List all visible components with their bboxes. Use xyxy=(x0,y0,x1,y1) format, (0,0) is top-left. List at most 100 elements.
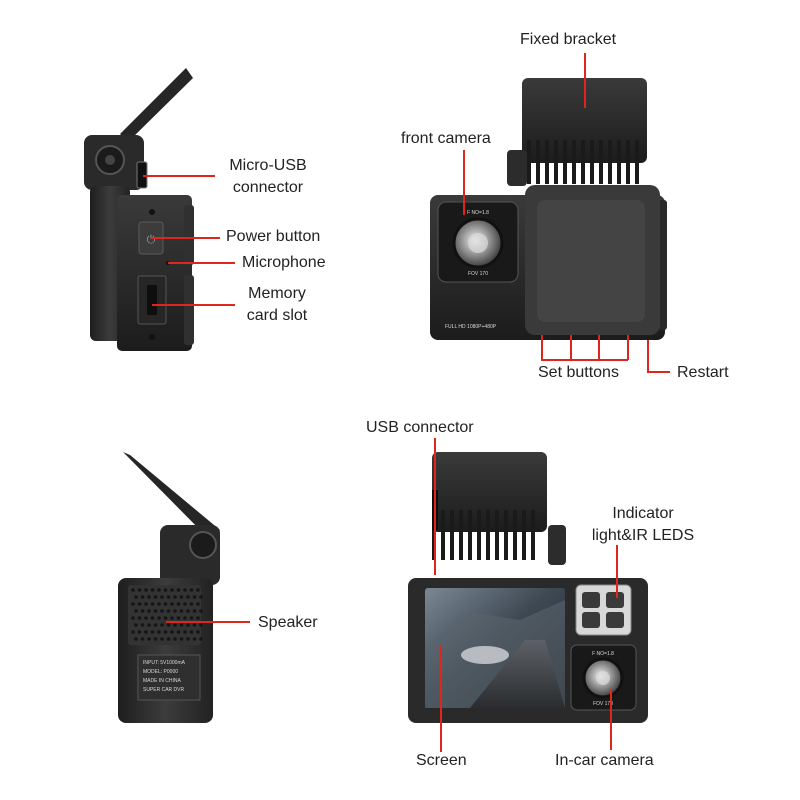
label-micro-usb: Micro-USB connector xyxy=(218,155,318,199)
grille-hole xyxy=(193,637,197,641)
label-usb-connector: USB connector xyxy=(366,417,474,439)
grille-hole xyxy=(177,588,181,592)
grille-hole xyxy=(190,616,194,620)
grille-hole xyxy=(160,595,164,599)
grille-hole xyxy=(180,609,184,613)
grille-hole xyxy=(131,602,135,606)
grille-hole xyxy=(186,595,190,599)
grille-hole xyxy=(199,609,203,613)
grille-hole xyxy=(193,595,197,599)
label-restart: Restart xyxy=(677,362,729,384)
grille-hole xyxy=(164,588,168,592)
grille-hole xyxy=(183,630,187,634)
grille-hole xyxy=(173,609,177,613)
grille-hole xyxy=(190,602,194,606)
grille-hole xyxy=(154,623,158,627)
grille-hole xyxy=(193,609,197,613)
grille-hole xyxy=(157,630,161,634)
label-memory-card: Memory card slot xyxy=(232,283,322,327)
grille-hole xyxy=(186,609,190,613)
grille-hole xyxy=(141,595,145,599)
grille-hole xyxy=(157,602,161,606)
grille-hole xyxy=(199,623,203,627)
grille-hole xyxy=(154,595,158,599)
grille-hole xyxy=(147,609,151,613)
device-rear-side-view: INPUT: 5V⁢1000mA MODEL: P0000 MADE IN CH… xyxy=(118,452,220,723)
grille-hole xyxy=(147,637,151,641)
device-rear-view: F NO=1.8 FOV 170 xyxy=(408,452,648,723)
grille-hole xyxy=(196,602,200,606)
grille-hole xyxy=(134,595,138,599)
grille-hole xyxy=(196,616,200,620)
grille-hole xyxy=(164,616,168,620)
grille-hole xyxy=(167,595,171,599)
svg-text:F NO=1.8: F NO=1.8 xyxy=(592,651,614,657)
grille-hole xyxy=(180,637,184,641)
grille-hole xyxy=(180,623,184,627)
grille-hole xyxy=(160,623,164,627)
grille-hole xyxy=(160,637,164,641)
grille-hole xyxy=(131,588,135,592)
label-set-buttons: Set buttons xyxy=(538,362,619,384)
mount-arm xyxy=(120,68,193,142)
device-front-view: F NO=1.8 FOV 170 FULL HD 1080P+480P xyxy=(430,78,667,340)
grille-hole xyxy=(141,637,145,641)
grille-hole xyxy=(154,609,158,613)
grille-hole xyxy=(154,637,158,641)
bracket-knob xyxy=(507,150,527,186)
screen-car-image xyxy=(461,646,509,664)
grille-hole xyxy=(199,637,203,641)
label-power-button: Power button xyxy=(226,226,320,248)
grille-hole xyxy=(173,637,177,641)
grille-hole xyxy=(193,623,197,627)
grille-hole xyxy=(164,602,168,606)
grille-hole xyxy=(190,588,194,592)
grille-hole xyxy=(157,616,161,620)
label-indicator: Indicator light&IR LEDS xyxy=(578,503,708,547)
grille-hole xyxy=(134,609,138,613)
grille-hole xyxy=(151,602,155,606)
grille-hole xyxy=(170,616,174,620)
grille-hole xyxy=(177,602,181,606)
grille-hole xyxy=(177,630,181,634)
grille-hole xyxy=(180,595,184,599)
grille-hole xyxy=(167,623,171,627)
grille-hole xyxy=(131,630,135,634)
grille-hole xyxy=(138,630,142,634)
grille-hole xyxy=(160,609,164,613)
grille-hole xyxy=(138,616,142,620)
grille-hole xyxy=(141,623,145,627)
svg-text:MODEL: P0000: MODEL: P0000 xyxy=(143,669,178,675)
callout-restart xyxy=(648,340,670,372)
grille-hole xyxy=(144,630,148,634)
grille-hole xyxy=(164,630,168,634)
grille-hole xyxy=(183,602,187,606)
label-microphone: Microphone xyxy=(242,252,326,274)
grille-hole xyxy=(131,616,135,620)
grille-hole xyxy=(151,630,155,634)
grille-hole xyxy=(186,637,190,641)
grille-hole xyxy=(134,637,138,641)
svg-text:FULL HD 1080P+480P: FULL HD 1080P+480P xyxy=(445,324,497,330)
grille-hole xyxy=(173,623,177,627)
side-body xyxy=(117,195,192,351)
svg-text:F NO=1.8: F NO=1.8 xyxy=(467,210,489,216)
grille-hole xyxy=(170,588,174,592)
svg-text:FOV 170: FOV 170 xyxy=(468,271,488,277)
device-side-view: ⏻ xyxy=(84,68,194,351)
grille-hole xyxy=(151,588,155,592)
grille-hole xyxy=(190,630,194,634)
label-speaker: Speaker xyxy=(258,612,318,634)
grille-hole xyxy=(138,602,142,606)
grille-hole xyxy=(183,616,187,620)
grille-hole xyxy=(144,602,148,606)
svg-text:MADE IN CHINA: MADE IN CHINA xyxy=(143,678,181,684)
label-incar-camera: In-car camera xyxy=(555,750,654,772)
grille-hole xyxy=(199,595,203,599)
grille-hole xyxy=(151,616,155,620)
speaker-grille xyxy=(128,585,201,645)
grille-hole xyxy=(186,623,190,627)
grille-hole xyxy=(167,637,171,641)
grille-hole xyxy=(196,588,200,592)
